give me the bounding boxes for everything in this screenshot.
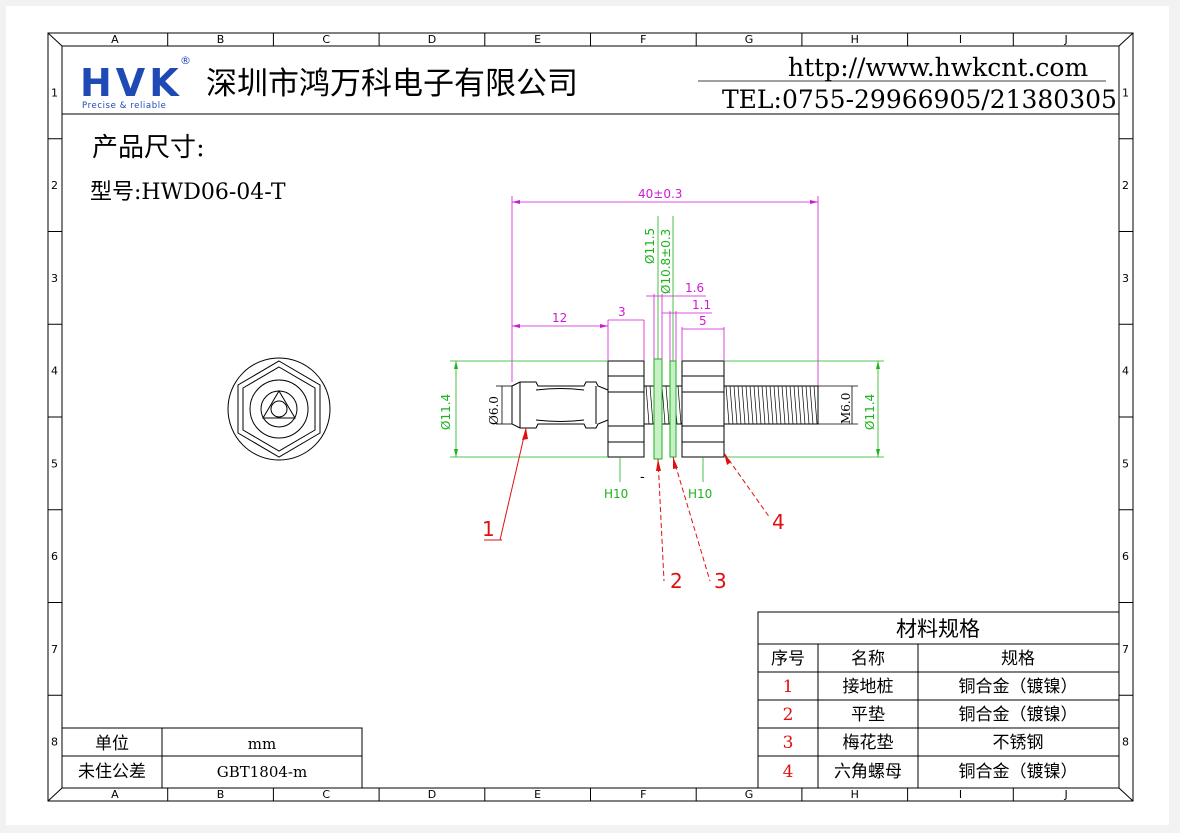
row-label-right: 8 [1122,736,1129,749]
callout-4: 4 [772,510,785,534]
tolerance-value: GBT1804-m [217,763,307,781]
materials-table: 材料规格 序号 名称 规格 1 接地桩 铜合金（镀镍） 2 平垫 铜合金（镀镍）… [757,611,1120,789]
column-label-top: H [851,33,859,46]
product-model: 型号:HWD06-04-T [90,180,286,205]
column-markers: A A B B C C D D E E F F G G H H I I J J [111,33,1068,801]
materials-header-spec: 规格 [1001,649,1035,669]
column-label-top: G [745,33,754,46]
washer-od-label: Ø11.5 [643,228,657,264]
column-label-bottom: J [1064,788,1068,801]
row-label-right: 4 [1122,365,1129,378]
callout-1: 1 [482,517,495,541]
row-label-left: 6 [51,550,58,563]
column-label-top: E [534,33,541,46]
row-label-left: 8 [51,736,58,749]
row-label-right: 5 [1122,457,1129,470]
materials-header-name: 名称 [851,649,885,669]
head-length-label: 12 [552,311,567,325]
diameter-dimensions: Ø11.5 Ø10.8±0.3 Ø11.4 Ø6.0 M6.0 Ø11.4 H1… [439,216,884,501]
table-row-no: 3 [783,733,794,753]
shaft-diameter-label: Ø6.0 [487,396,501,425]
company-name: 深圳市鸿万科电子有限公司 [206,66,578,102]
column-label-bottom: D [428,788,436,801]
row-label-left: 5 [51,457,58,470]
table-row-no: 2 [783,705,794,725]
row-label-right: 3 [1122,272,1129,285]
table-row-name: 接地桩 [843,677,894,697]
row-label-left: 7 [51,643,58,656]
column-label-bottom: H [851,788,859,801]
table-row-name: 平垫 [851,705,885,725]
row-label-left: 2 [51,179,58,192]
row-label-left: 3 [51,272,58,285]
terminal-side-view [511,358,819,460]
overall-length-label: 40±0.3 [638,187,682,201]
tolerance-label: 未住公差 [78,762,146,782]
logo-text: HVK [80,61,183,105]
callout-2: 2 [670,569,683,593]
lock-washer-od-label: Ø10.8±0.3 [659,229,673,294]
materials-header-no: 序号 [771,649,805,669]
table-row-no: 1 [783,677,794,697]
table-row-spec: 铜合金（镀镍） [959,762,1078,782]
table-row-name: 六角螺母 [834,762,902,782]
flat-washer [653,358,663,460]
product-heading: 产品尺寸: [92,133,205,163]
callout-3: 3 [714,569,727,593]
table-row-no: 4 [783,762,794,782]
logo-registered-mark: ® [180,54,191,67]
column-label-top: B [217,33,225,46]
unit-label: 单位 [95,734,129,754]
column-label-top: J [1064,33,1068,46]
column-label-bottom: A [111,788,119,801]
left-diameter-label: Ø11.4 [439,394,453,430]
gap-label: 3 [618,305,626,319]
thread-label: M6.0 [839,393,853,424]
column-label-bottom: E [534,788,541,801]
table-row-spec: 铜合金（镀镍） [959,705,1078,725]
length-dimensions: 40±0.3 12 3 1.6 1.1 5 [511,187,819,386]
column-label-top: I [959,33,962,46]
materials-table-title: 材料规格 [896,617,980,641]
lock-washer-thickness-label: 1.1 [692,298,711,312]
column-label-bottom: G [745,788,754,801]
row-label-right: 6 [1122,550,1129,563]
minus-mark: - [640,469,645,485]
website-url[interactable]: http://www.hwkcnt.com [788,53,1088,82]
logo-tagline: Precise & reliable [82,101,167,111]
row-label-left: 4 [51,365,58,378]
column-label-top: D [428,33,436,46]
nut-tolerance-left: H10 [604,487,628,501]
column-label-bottom: B [217,788,225,801]
nut-thickness-label: 5 [699,314,707,328]
info-table: 单位 mm 未住公差 GBT1804-m [61,727,363,789]
row-label-left: 1 [51,86,58,99]
lock-washer [669,360,677,458]
column-label-top: C [322,33,330,46]
washer-thickness-label: 1.6 [685,281,704,295]
end-view-icon [227,357,331,461]
nut-tolerance-right: H10 [688,487,712,501]
row-label-right: 1 [1122,86,1129,99]
column-label-top: A [111,33,119,46]
column-label-bottom: C [322,788,330,801]
table-row-spec: 铜合金（镀镍） [959,677,1078,697]
unit-value: mm [248,735,276,753]
column-label-bottom: I [959,788,962,801]
row-label-right: 7 [1122,643,1129,656]
part-callouts: 1 2 3 4 [482,427,785,593]
right-diameter-label: Ø11.4 [863,394,877,430]
column-label-top: F [640,33,646,46]
column-label-bottom: F [640,788,646,801]
phone-number: TEL:0755-29966905/21380305 [722,85,1117,114]
table-row-spec: 不锈钢 [993,733,1044,753]
row-label-right: 2 [1122,179,1129,192]
table-row-name: 梅花垫 [843,733,894,753]
